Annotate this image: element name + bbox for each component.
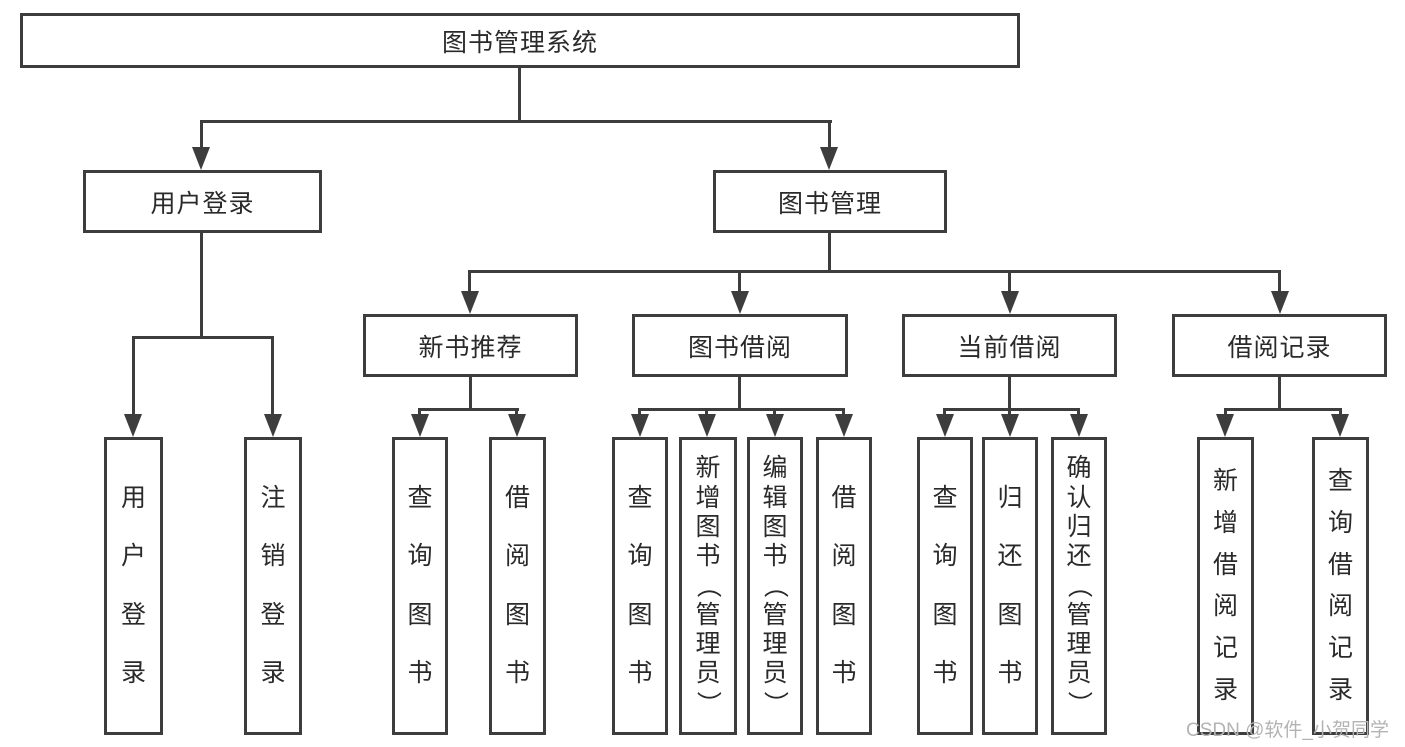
- connector-book-vline: [828, 233, 831, 270]
- leaf-query-books-1-label: 查询图书: [407, 483, 433, 688]
- connector-root-hline: [200, 120, 832, 123]
- node-root-label: 图书管理系统: [441, 28, 598, 57]
- arrow-down-icon: [936, 414, 954, 437]
- arrow-down-icon: [1331, 414, 1349, 437]
- leaf-confirm-return-admin: 确认归还（管理员）: [1051, 437, 1107, 735]
- arrow-down-icon: [631, 414, 649, 437]
- leaf-logout: 注销登录: [244, 437, 302, 735]
- connector-stem: [1008, 408, 1011, 416]
- leaf-query-borrow-record: 查询借阅记录: [1312, 437, 1369, 735]
- leaf-add-borrow-record-label: 新增借阅记录: [1212, 466, 1238, 705]
- arrow-down-icon: [698, 414, 716, 437]
- leaf-add-books-admin-label: 新增图书（管理员）: [694, 454, 723, 716]
- leaf-borrow-books-2: 借阅图书: [816, 437, 872, 735]
- arrow-down-icon: [1001, 291, 1019, 314]
- connector-g3-hline: [638, 408, 845, 411]
- leaf-return-books: 归还图书: [982, 437, 1038, 735]
- connector-g5-vline: [1278, 377, 1281, 408]
- connector-stem: [1077, 408, 1080, 416]
- arrow-down-icon: [1070, 414, 1088, 437]
- connector-stem: [1278, 270, 1281, 293]
- node-new-book-recommend-label: 新书推荐: [418, 333, 523, 362]
- connector-stem-book: [828, 120, 831, 148]
- node-user-login-label: 用户登录: [150, 189, 255, 218]
- leaf-add-borrow-record: 新增借阅记录: [1197, 437, 1254, 735]
- node-borrow-records: 借阅记录: [1172, 314, 1387, 377]
- node-book-management: 图书管理: [713, 170, 947, 233]
- leaf-query-books-2-label: 查询图书: [627, 483, 653, 688]
- arrow-down-icon: [508, 414, 526, 437]
- connector-g4-hline: [943, 408, 1080, 411]
- arrow-down-icon: [1001, 414, 1019, 437]
- arrow-down-icon: [461, 291, 479, 314]
- connector-g5-hline: [1224, 408, 1342, 411]
- arrow-down-icon: [1271, 291, 1289, 314]
- connector-stem: [1008, 270, 1011, 293]
- node-user-login: 用户登录: [83, 170, 322, 233]
- connector-stem: [132, 336, 135, 416]
- node-borrow-records-label: 借阅记录: [1227, 333, 1332, 362]
- connector-stem: [638, 408, 641, 416]
- leaf-user-login-label: 用户登录: [120, 483, 146, 688]
- node-current-borrow: 当前借阅: [902, 314, 1117, 377]
- connector-g3-vline: [738, 377, 741, 408]
- arrow-down-icon: [192, 147, 210, 170]
- node-book-borrow: 图书借阅: [632, 314, 848, 377]
- leaf-query-borrow-record-label: 查询借阅记录: [1327, 466, 1353, 705]
- connector-stem: [1224, 408, 1227, 416]
- connector-user-vline: [200, 233, 203, 336]
- connector-stem: [1339, 408, 1342, 416]
- arrow-down-icon: [835, 414, 853, 437]
- connector-stem: [418, 408, 421, 416]
- connector-stem: [943, 408, 946, 416]
- leaf-edit-books-admin: 编辑图书（管理员）: [747, 437, 803, 735]
- leaf-return-books-label: 归还图书: [997, 483, 1023, 688]
- leaf-edit-books-admin-label: 编辑图书（管理员）: [761, 454, 790, 716]
- arrow-down-icon: [820, 147, 838, 170]
- connector-stem: [738, 270, 741, 293]
- csdn-watermark: CSDN @软件_小贺同学: [1186, 720, 1389, 741]
- connector-root-vline: [518, 68, 521, 120]
- leaf-query-books-1: 查询图书: [392, 437, 448, 735]
- leaf-add-books-admin: 新增图书（管理员）: [679, 437, 737, 735]
- leaf-confirm-return-admin-label: 确认归还（管理员）: [1065, 454, 1094, 716]
- node-current-borrow-label: 当前借阅: [957, 333, 1062, 362]
- leaf-borrow-books-2-label: 借阅图书: [831, 483, 857, 688]
- arrow-down-icon: [766, 414, 784, 437]
- node-book-borrow-label: 图书借阅: [687, 333, 792, 362]
- connector-g2-hline: [418, 408, 519, 411]
- leaf-query-books-2: 查询图书: [612, 437, 668, 735]
- leaf-user-login: 用户登录: [104, 437, 163, 735]
- leaf-query-books-3-label: 查询图书: [932, 483, 958, 688]
- arrow-down-icon: [411, 414, 429, 437]
- arrow-down-icon: [1216, 414, 1234, 437]
- leaf-borrow-books-1-label: 借阅图书: [504, 483, 530, 688]
- connector-g2-vline: [469, 377, 472, 408]
- connector-g4-vline: [1008, 377, 1011, 408]
- leaf-query-books-3: 查询图书: [917, 437, 973, 735]
- connector-stem: [705, 408, 708, 416]
- arrow-down-icon: [124, 414, 142, 437]
- connector-stem: [468, 270, 471, 293]
- connector-stem: [773, 408, 776, 416]
- connector-stem-user: [200, 120, 203, 148]
- connector-stem: [515, 408, 518, 416]
- leaf-logout-label: 注销登录: [260, 483, 286, 688]
- node-root: 图书管理系统: [20, 13, 1020, 68]
- connector-user-hline: [132, 336, 274, 339]
- node-book-management-label: 图书管理: [777, 189, 882, 218]
- connector-book-hline: [469, 270, 1281, 273]
- arrow-down-icon: [731, 291, 749, 314]
- connector-stem: [271, 336, 274, 416]
- arrow-down-icon: [264, 414, 282, 437]
- leaf-borrow-books-1: 借阅图书: [489, 437, 546, 735]
- connector-stem: [842, 408, 845, 416]
- node-new-book-recommend: 新书推荐: [363, 314, 578, 377]
